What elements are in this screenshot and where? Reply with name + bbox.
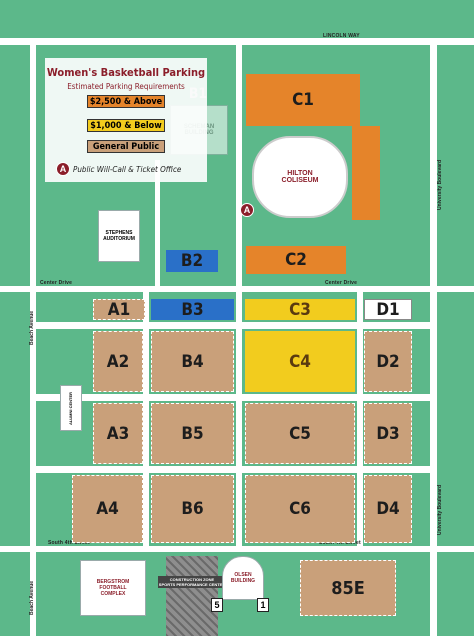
olsen-building-label: OLSEN BUILDING [230,572,256,584]
lot-c6[interactable]: C6 [245,475,355,543]
lot-c6-label: C6 [289,499,311,519]
lot-c5-label: C5 [289,423,311,444]
internal-road-3 [357,292,363,546]
internal-road-2 [236,45,242,546]
lot-d2[interactable]: D2 [364,331,412,392]
south-4th-street-road [0,546,474,552]
lot-b3[interactable]: B3 [151,299,234,320]
lincoln-way-label: LINCOLN WAY [323,33,360,39]
legend-subtitle: Estimated Parking Requirements [67,82,185,91]
lot-a4-label: A4 [96,499,119,519]
center-drive-label-right: Center Drive [325,280,358,286]
south-4th-label-left: South 4th Street [48,540,90,546]
lot-c4[interactable]: C4 [245,331,355,392]
lot-d1-label: D1 [376,299,400,320]
lot-b6-label: B6 [181,499,204,519]
bergstrom-label: BERGSTROM FOOTBALL COMPLEX [96,579,130,597]
internal-road-1 [143,292,149,546]
lot-b6[interactable]: B6 [151,475,234,543]
lot-d1[interactable]: D1 [364,299,412,320]
ticket-office-marker[interactable]: A [240,203,254,217]
hilton-coliseum-label: HILTON COLISEUM [281,170,319,184]
beach-avenue-label-top: Beach Avenue [29,310,35,345]
lot-85e[interactable]: 85E [300,560,396,616]
hilton-coliseum: HILTON COLISEUM [252,136,348,218]
lot-c1[interactable]: C1 [246,74,360,126]
beach-avenue-label-bottom: Beach Avenue [29,580,35,615]
south-4th-label-right: South 4th Street [319,540,361,546]
lot-d3-label: D3 [376,423,400,444]
internal-road-h3 [36,466,430,473]
internal-road-h1 [36,322,430,329]
internal-road-h2 [36,394,430,401]
gate-5[interactable]: 5 [211,598,223,612]
construction-zone: CONSTRUCTION ZONE SPORTS PERFORMANCE CEN… [157,556,227,636]
lot-a4[interactable]: A4 [72,475,143,543]
construction-zone-label: CONSTRUCTION ZONE SPORTS PERFORMANCE CEN… [157,576,227,588]
lot-c3-label: C3 [289,299,311,320]
beach-avenue-road [30,45,36,636]
university-boulevard-label-top: University Boulevard [437,159,443,210]
bergstrom-football-complex: BERGSTROM FOOTBALL COMPLEX [80,560,146,616]
gate-1-label: 1 [260,600,266,610]
university-boulevard-label-bottom: University Boulevard [437,484,443,535]
lot-c1-side[interactable] [352,126,380,220]
lot-a2-label: A2 [106,351,130,372]
gate-1[interactable]: 1 [257,598,269,612]
legend-marker-label: A [59,164,67,174]
legend-premium: $2,500 & Above [87,95,165,108]
lot-c5[interactable]: C5 [245,403,355,464]
lot-b5[interactable]: B5 [151,403,234,464]
legend-mid: $1,000 & Below [87,119,165,132]
legend-marker-text: Public Will-Call & Ticket Office [73,165,182,174]
internal-road-v-top [155,160,160,286]
lot-a1[interactable]: A1 [93,299,145,320]
legend-marker-icon: A [56,162,70,176]
stephens-auditorium: STEPHENS AUDITORIUM [98,210,140,262]
lot-b4-label: B4 [181,351,204,372]
lot-d2-label: D2 [376,351,400,372]
lot-c1-label: C1 [292,90,314,110]
ticket-office-marker-label: A [243,205,251,215]
center-drive-label-left: Center Drive [40,280,73,286]
lot-a1-label: A1 [107,299,131,320]
alumni-center-label: ALUMNI CENTER [68,391,74,425]
lot-b2-label: B2 [180,251,204,271]
gate-5-label: 5 [214,600,220,610]
alumni-center: ALUMNI CENTER [60,385,82,431]
lot-a3-label: A3 [106,423,130,444]
lot-c3[interactable]: C3 [245,299,355,320]
lot-c2-label: C2 [285,250,307,270]
lot-85e-label: 85E [331,577,365,599]
university-boulevard-road [430,45,437,636]
lot-c2[interactable]: C2 [246,246,346,274]
lot-c4-label: C4 [289,351,311,372]
lincoln-way-road [0,38,474,45]
lot-b3-label: B3 [181,299,204,320]
lot-b4[interactable]: B4 [151,331,234,392]
legend-general: General Public [87,140,165,153]
lot-b2[interactable]: B2 [166,250,218,272]
legend: Women's Basketball Parking Estimated Par… [45,58,207,182]
olsen-building: OLSEN BUILDING [222,556,264,600]
lot-d4[interactable]: D4 [364,475,412,543]
lot-a2[interactable]: A2 [93,331,143,392]
lot-d3[interactable]: D3 [364,403,412,464]
legend-title: Women's Basketball Parking [46,66,206,79]
lot-a3[interactable]: A3 [93,403,143,464]
lot-b5-label: B5 [181,423,204,444]
stephens-auditorium-label: STEPHENS AUDITORIUM [103,230,135,242]
lot-d4-label: D4 [376,499,400,519]
